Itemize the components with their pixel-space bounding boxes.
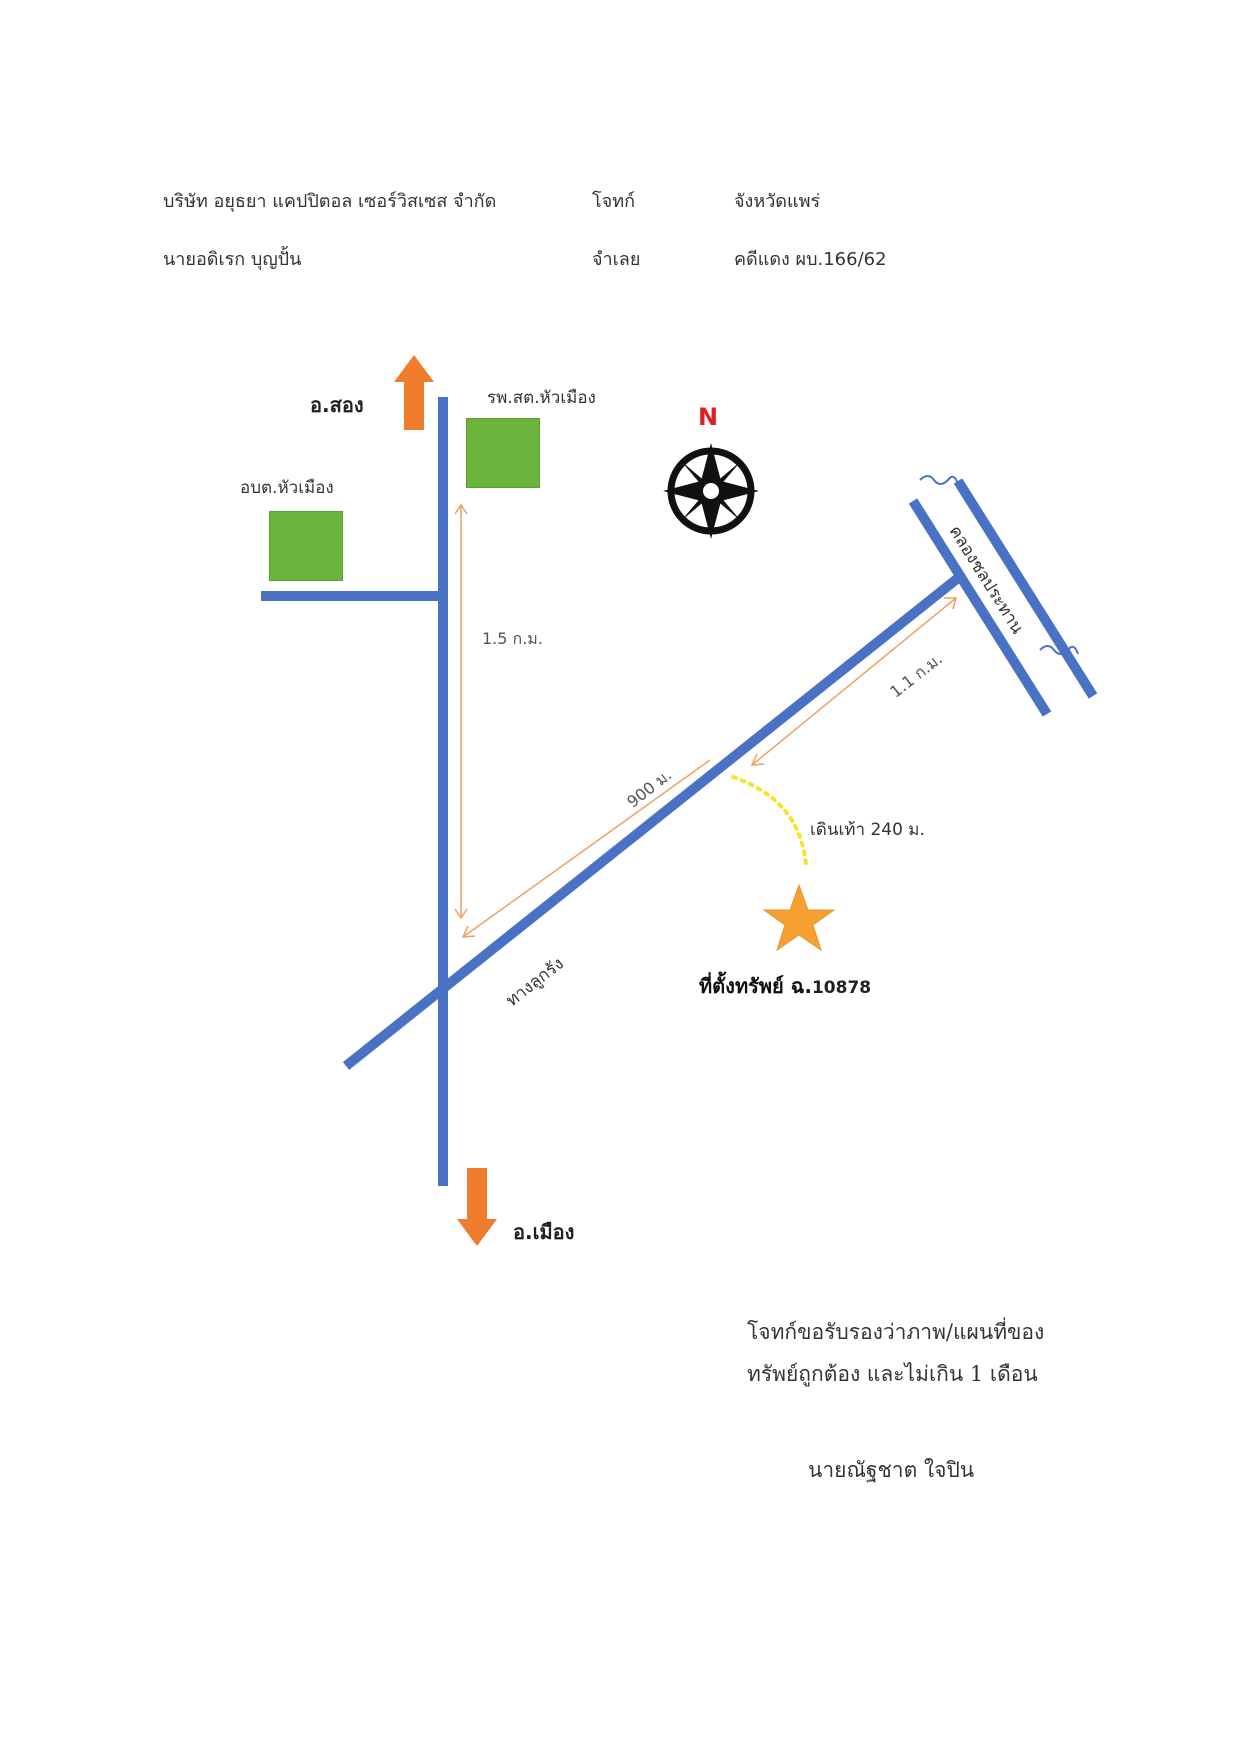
certify-line-1: โจทก์ขอรับรองว่าภาพ/แผนที่ของ: [747, 1320, 1045, 1344]
plaintiff-value: จังหวัดแพร่: [734, 191, 821, 212]
health-center-building: [466, 418, 540, 488]
south-arrow-icon: [457, 1168, 497, 1246]
canal-bank-east: [953, 478, 1098, 699]
town-south-label: อ.เมือง: [513, 1220, 575, 1244]
health-center-label: รพ.สต.หัวเมือง: [487, 388, 596, 408]
canal-bank-west: [908, 498, 1052, 717]
walk-label: เดินเท้า 240 ม.: [810, 820, 925, 840]
compass-icon: [663, 443, 759, 539]
case-number: คดีแดง ผบ.166/62: [734, 249, 887, 270]
property-label-bold: ที่ตั้งทรัพย์ ฉ.: [699, 974, 812, 998]
tao-label: อบต.หัวเมือง: [240, 478, 334, 498]
defendant-name: นายอดิเรก บุญปั้น: [163, 249, 302, 270]
property-label: ที่ตั้งทรัพย์ ฉ.10878: [699, 970, 871, 1002]
walk-path: [731, 775, 808, 867]
water-wave-icon: [1039, 645, 1079, 655]
north-label: N: [698, 403, 719, 431]
signer-name: นายณัฐชาต ใจปิน: [808, 1458, 975, 1482]
tao-building: [269, 511, 343, 581]
defendant-label: จำเลย: [592, 249, 641, 270]
dimension-diagonal-upper: [750, 597, 957, 766]
laterite-road: [342, 574, 962, 1070]
water-wave-icon: [919, 475, 959, 485]
plaintiff-label: โจทก์: [592, 191, 635, 212]
property-number: 10878: [811, 978, 872, 998]
company-name: บริษัท อยุธยา แคปปิตอล เซอร์วิสเซส จำกัด: [163, 191, 497, 212]
certify-line-2: ทรัพย์ถูกต้อง และไม่เกิน 1 เดือน: [747, 1362, 1038, 1386]
dist-vertical-label: 1.5 ก.ม.: [482, 629, 543, 648]
north-arrow-icon: [394, 355, 434, 430]
dimension-vertical: [454, 503, 468, 920]
town-north-label: อ.สอง: [310, 393, 364, 417]
dimension-diagonal-lower: [461, 759, 711, 938]
star-icon: [762, 883, 836, 952]
